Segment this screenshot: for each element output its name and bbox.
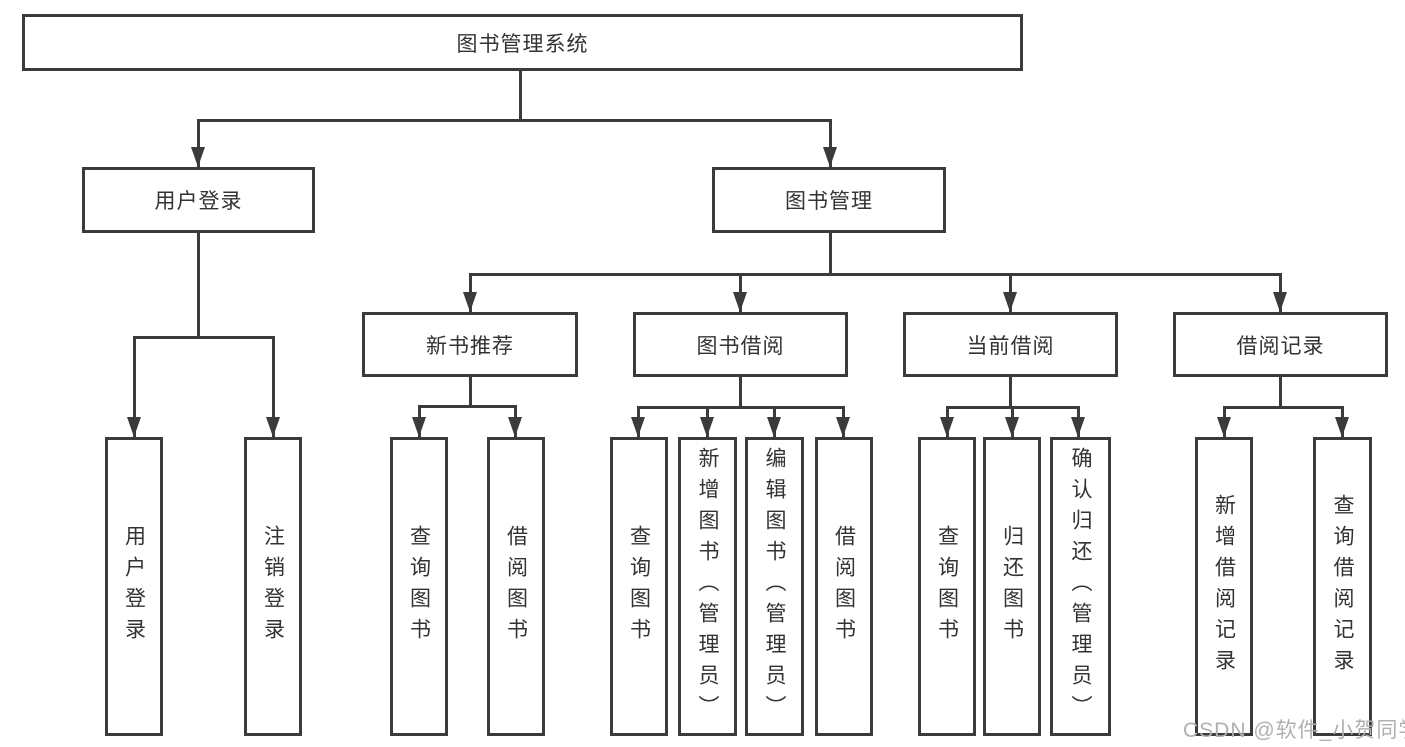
- connector-line: [637, 406, 845, 409]
- connector-line: [946, 406, 1080, 409]
- node-label: 借阅记录: [1236, 334, 1325, 358]
- leaf-user-login: 用户登录: [105, 437, 163, 736]
- node-label: 归还图书: [1000, 524, 1024, 649]
- arrowhead-icon: [631, 417, 645, 437]
- arrowhead-icon: [836, 417, 850, 437]
- connector-line: [1009, 376, 1012, 409]
- node-label: 查询图书: [407, 524, 431, 649]
- node-label: 用户登录: [154, 190, 243, 213]
- leaf-return-books: 归还图书: [983, 437, 1041, 736]
- connector-line: [197, 119, 832, 122]
- node-label: 图书借阅: [696, 334, 785, 358]
- node-label: 新增借阅记录: [1212, 493, 1236, 680]
- node-user-login: 用户登录: [82, 167, 315, 233]
- leaf-add-borrow-record: 新增借阅记录: [1195, 437, 1253, 736]
- arrowhead-icon: [412, 417, 426, 437]
- node-borrowing-records: 借阅记录: [1173, 312, 1388, 377]
- arrowhead-icon: [266, 417, 280, 437]
- connector-line: [829, 232, 832, 276]
- connector-line: [197, 119, 200, 167]
- arrowhead-icon: [733, 292, 747, 312]
- node-label: 编辑图书（管理员）: [763, 447, 786, 726]
- leaf-query-books-3: 查询图书: [918, 437, 976, 736]
- node-label: 新书推荐: [426, 334, 514, 358]
- node-label: 注销登录: [261, 524, 285, 649]
- node-label: 查询图书: [935, 524, 959, 649]
- connector-line: [418, 405, 517, 408]
- arrowhead-icon: [127, 417, 141, 437]
- connector-line: [469, 273, 1282, 276]
- node-book-borrowing: 图书借阅: [633, 312, 848, 377]
- node-label: 确认归还（管理员）: [1069, 447, 1092, 726]
- node-label: 查询借阅记录: [1331, 493, 1354, 680]
- watermark: CSDN @软件_小贺同学: [1183, 719, 1405, 742]
- arrowhead-icon: [700, 417, 714, 437]
- node-label: 新增图书（管理员）: [696, 447, 719, 726]
- node-current-borrowing: 当前借阅: [903, 312, 1118, 377]
- node-label: 当前借阅: [966, 334, 1055, 358]
- leaf-borrow-books-2: 借阅图书: [815, 437, 873, 736]
- leaf-query-books-2: 查询图书: [610, 437, 668, 736]
- node-book-management: 图书管理: [712, 167, 946, 233]
- leaf-query-borrow-record: 查询借阅记录: [1313, 437, 1372, 736]
- arrowhead-icon: [1335, 417, 1349, 437]
- arrowhead-icon: [1217, 417, 1231, 437]
- arrowhead-icon: [767, 417, 781, 437]
- leaf-confirm-return-admin: 确认归还（管理员）: [1050, 437, 1111, 736]
- node-label: 借阅图书: [832, 524, 856, 649]
- arrowhead-icon: [1005, 417, 1019, 437]
- connector-line: [829, 119, 832, 167]
- arrowhead-icon: [508, 417, 522, 437]
- node-label: 图书管理: [785, 190, 873, 213]
- node-label: 借阅图书: [504, 524, 528, 649]
- node-label: 查询图书: [627, 524, 651, 649]
- arrowhead-icon: [191, 147, 205, 167]
- leaf-query-books-1: 查询图书: [390, 437, 448, 736]
- node-library-system: 图书管理系统: [22, 14, 1023, 71]
- connector-line: [272, 336, 275, 437]
- node-new-book-recommend: 新书推荐: [362, 312, 578, 377]
- connector-line: [133, 336, 275, 339]
- leaf-edit-book-admin: 编辑图书（管理员）: [745, 437, 804, 736]
- leaf-borrow-books-1: 借阅图书: [487, 437, 545, 736]
- connector-line: [197, 232, 200, 339]
- arrowhead-icon: [463, 292, 477, 312]
- arrowhead-icon: [1273, 292, 1287, 312]
- node-label: 用户登录: [122, 524, 146, 649]
- arrowhead-icon: [823, 147, 837, 167]
- arrowhead-icon: [1071, 417, 1085, 437]
- leaf-logout: 注销登录: [244, 437, 302, 736]
- connector-line: [1279, 376, 1282, 409]
- leaf-add-book-admin: 新增图书（管理员）: [678, 437, 737, 736]
- connector-line: [519, 70, 522, 120]
- connector-line: [133, 336, 136, 437]
- connector-line: [739, 376, 742, 409]
- connector-line: [469, 376, 472, 408]
- node-label: 图书管理系统: [456, 32, 589, 56]
- arrowhead-icon: [940, 417, 954, 437]
- arrowhead-icon: [1003, 292, 1017, 312]
- connector-line: [1223, 406, 1344, 409]
